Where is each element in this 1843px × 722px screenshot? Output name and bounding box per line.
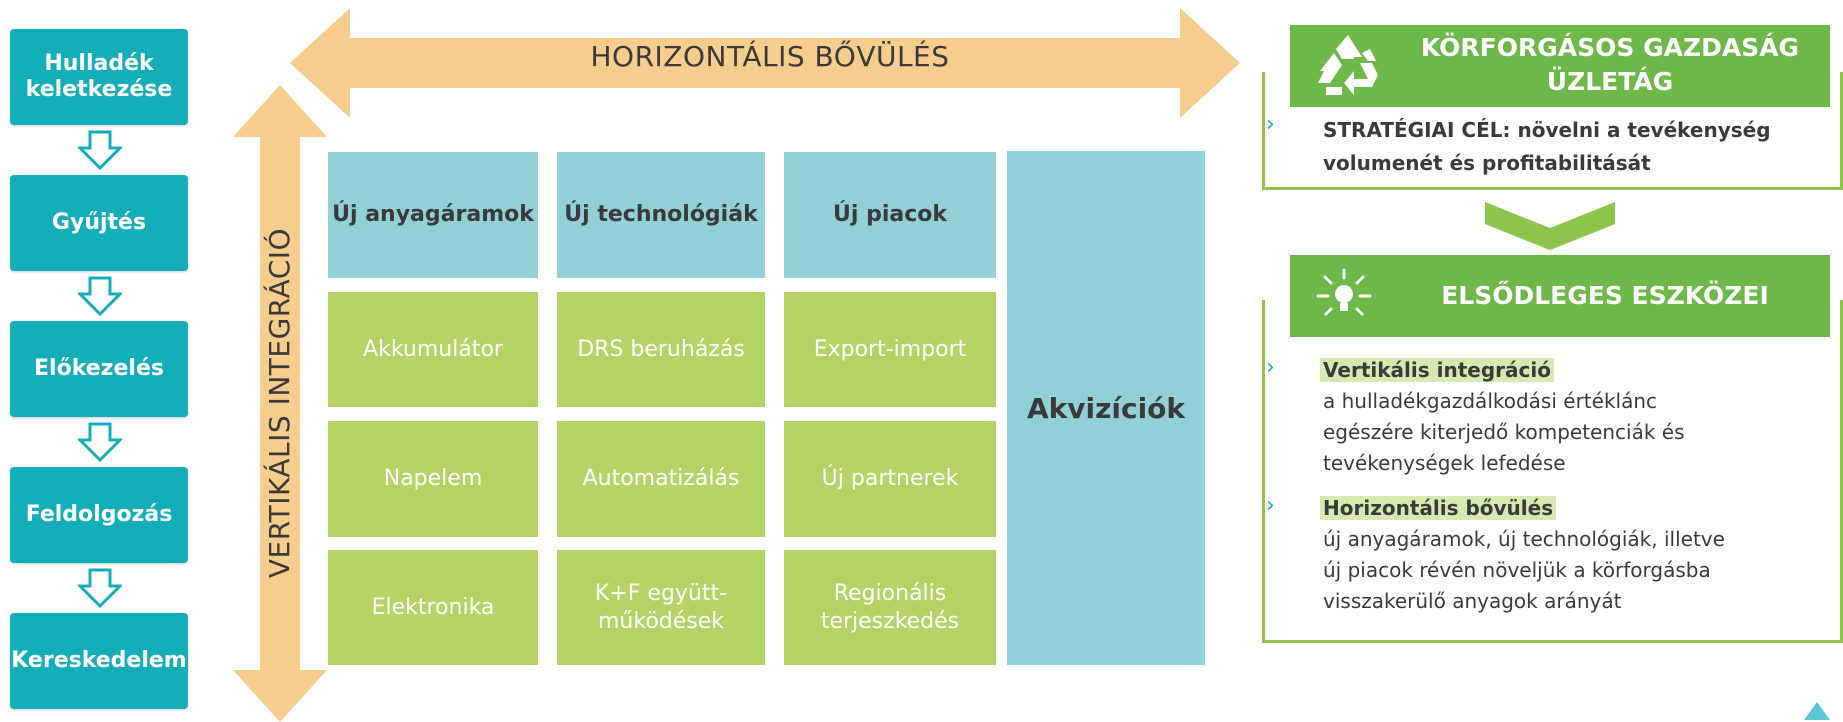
tools-box-border [1262, 300, 1843, 643]
cell-electronics: Elektronika [328, 550, 538, 665]
strategic-goal-line2: volumenét és profitabilitását [1323, 151, 1651, 175]
cell-drs-investment: DRS beruházás [557, 292, 765, 407]
cell-rnd-cooperation: K+F együtt-működések [557, 550, 765, 665]
header-new-technologies: Új technológiák [557, 152, 765, 278]
vertical-integration-line1: a hulladékgazdálkodási értéklánc [1323, 389, 1658, 413]
bullet-chevron: › [1266, 112, 1275, 137]
down-arrow-icon [78, 276, 122, 316]
down-arrow-icon [78, 130, 122, 170]
cell-solar-panel: Napelem [328, 421, 538, 537]
down-arrow-icon [78, 568, 122, 608]
bullet-chevron: › [1266, 493, 1275, 518]
item-title-highlight: Horizontális bővülés [1320, 496, 1557, 520]
header-new-markets: Új piacok [784, 152, 996, 278]
header-new-material-flows: Új anyagáramok [328, 152, 538, 278]
strategic-goal-line1: STRATÉGIAI CÉL: növelni a tevékenység [1323, 118, 1771, 142]
business-title-line1: KÖRFORGÁSOS GAZDASÁG [1420, 33, 1800, 62]
horizontal-expansion-line2: új piacok révén növeljük a körforgásba [1323, 558, 1711, 582]
vertical-integration-line3: tevékenységek lefedése [1323, 451, 1566, 475]
acquisitions-column: Akvizíciók [1007, 151, 1205, 665]
process-step-generation: Hulladék keletkezése [10, 29, 188, 125]
horizontal-expansion-title: HORIZONTÁLIS BŐVÜLÉS [590, 40, 950, 73]
horizontal-expansion-line3: visszakerülő anyagok arányát [1323, 589, 1622, 613]
business-banner: KÖRFORGÁSOS GAZDASÁG ÜZLETÁG [1290, 25, 1830, 107]
process-step-processing: Feldolgozás [10, 467, 188, 563]
cell-export-import: Export-import [784, 292, 996, 407]
process-step-pretreatment: Előkezelés [10, 321, 188, 417]
process-step-collection: Gyűjtés [10, 175, 188, 271]
vertical-integration-line2: egészére kiterjedő kompetenciák és [1323, 420, 1685, 444]
business-box-border [1262, 72, 1843, 190]
decorative-corner-icon [1804, 702, 1830, 720]
item-title-highlight: Vertikális integráció [1320, 358, 1554, 382]
horizontal-expansion-item-title: Horizontális bővülés [1320, 496, 1557, 520]
cell-automation: Automatizálás [557, 421, 765, 537]
chevron-down-icon [1485, 202, 1615, 250]
tools-banner: ELSŐDLEGES ESZKÖZEI [1290, 255, 1830, 337]
recycle-icon [1318, 35, 1378, 95]
vertical-integration-arrow [233, 85, 327, 722]
process-step-trade: Kereskedelem [10, 613, 188, 709]
vertical-integration-title: VERTIKÁLIS INTEGRÁCIÓ [263, 227, 296, 579]
down-arrow-icon [78, 422, 122, 462]
horizontal-expansion-arrow [290, 8, 1240, 118]
horizontal-expansion-line1: új anyagáramok, új technológiák, illetve [1323, 527, 1725, 551]
lightbulb-icon [1316, 268, 1372, 316]
vertical-integration-item-title: Vertikális integráció [1320, 358, 1554, 382]
bullet-chevron: › [1266, 355, 1275, 380]
tools-title: ELSŐDLEGES ESZKÖZEI [1441, 281, 1769, 310]
cell-regional-expansion: Regionális terjeszkedés [784, 550, 996, 665]
cell-new-partners: Új partnerek [784, 421, 996, 537]
cell-battery: Akkumulátor [328, 292, 538, 407]
business-title-line2: ÜZLETÁG [1546, 67, 1674, 96]
